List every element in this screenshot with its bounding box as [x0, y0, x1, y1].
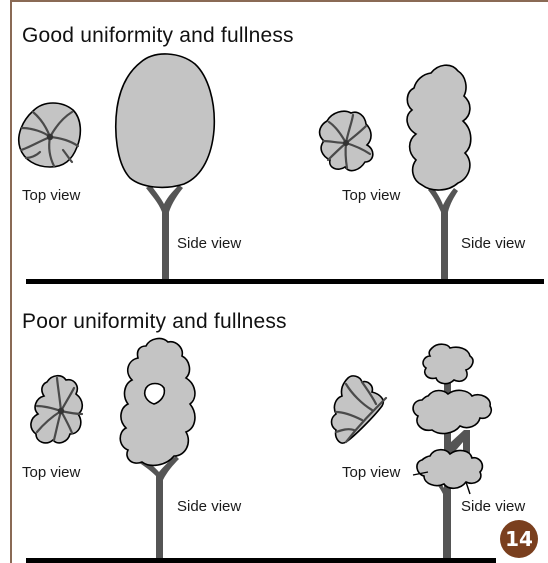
good-uniformity-title: Good uniformity and fullness [22, 24, 294, 48]
poor-left-top-view-label: Top view [22, 464, 80, 481]
good-right-top-view-icon [320, 111, 373, 170]
poor-right-tree-icon [413, 344, 491, 560]
poor-left-top-view-icon [31, 376, 82, 443]
poor-ground-line [26, 558, 496, 563]
poor-uniformity-panel: Poor uniformity and fullness Top view Si… [0, 290, 548, 563]
good-uniformity-panel: Good uniformity and fullness Top view Si… [0, 0, 548, 290]
poor-right-top-view-label: Top view [342, 464, 400, 481]
good-left-side-view-label: Side view [177, 235, 241, 252]
good-ground-line [26, 279, 544, 284]
poor-uniformity-title: Poor uniformity and fullness [22, 310, 287, 334]
good-right-top-view-label: Top view [342, 187, 400, 204]
good-left-top-view-icon [19, 103, 81, 167]
page-number-badge: 14 [500, 520, 538, 558]
poor-right-top-view-icon [332, 376, 387, 443]
poor-left-side-view-label: Side view [177, 498, 241, 515]
poor-left-tree-icon [120, 339, 195, 560]
good-left-top-view-label: Top view [22, 187, 80, 204]
good-right-side-view-label: Side view [461, 235, 525, 252]
poor-right-side-view-label: Side view [461, 498, 525, 515]
